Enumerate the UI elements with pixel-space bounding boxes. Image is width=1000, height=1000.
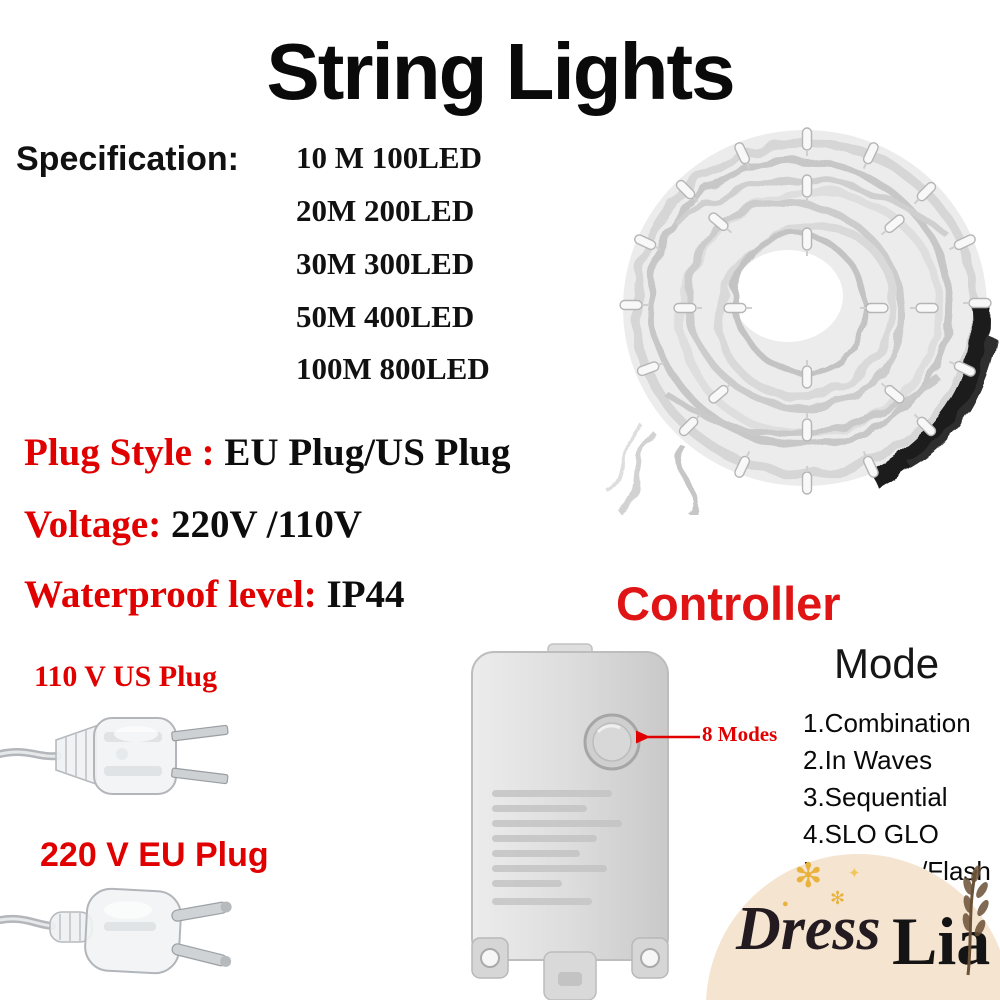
product-title: String Lights xyxy=(266,27,735,116)
plug-style-value: EU Plug/US Plug xyxy=(224,431,511,474)
voltage-label: Voltage: xyxy=(24,503,162,546)
controller-heading: Controller xyxy=(616,577,841,630)
wheat-icon xyxy=(962,865,989,976)
mode-item: 1.Combination xyxy=(803,708,971,738)
mode-button xyxy=(583,713,641,771)
voltage-line: Voltage: 220V /110V xyxy=(24,502,362,547)
hanging-wires xyxy=(605,421,699,515)
brand-name-serif: Lia xyxy=(892,903,991,979)
spec-item: 50M 400LED xyxy=(296,299,475,334)
us-plug-prongs xyxy=(171,724,229,785)
eu-plug-pins xyxy=(171,901,232,967)
flower-icon: ✻ xyxy=(794,857,823,895)
modes-callout: 8 Modes xyxy=(702,722,778,746)
mode-item: 3.Sequential xyxy=(803,782,948,812)
mode-item: 4.SLO GLO xyxy=(803,819,939,849)
embossed-text xyxy=(492,790,622,905)
waterproof-value: IP44 xyxy=(326,573,405,616)
modes-arrow xyxy=(636,728,700,746)
mode-heading: Mode xyxy=(834,640,940,687)
eu-plug-label: 220 V EU Plug xyxy=(40,836,269,874)
spec-item: 30M 300LED xyxy=(296,246,475,281)
flower-icon: ✻ xyxy=(830,888,846,908)
string-lights-photo xyxy=(605,127,997,515)
plug-style-line: Plug Style : EU Plug/US Plug xyxy=(24,430,511,475)
waterproof-label: Waterproof level: xyxy=(24,573,317,616)
mode-item: 2.In Waves xyxy=(803,745,933,775)
mounting-tabs xyxy=(471,937,669,1000)
plug-style-label: Plug Style : xyxy=(24,431,215,474)
specification-label: Specification: xyxy=(16,140,239,178)
dot-icon: ● xyxy=(782,898,789,910)
spec-item: 20M 200LED xyxy=(296,193,475,228)
spec-item: 100M 800LED xyxy=(296,351,490,386)
voltage-value: 220V /110V xyxy=(170,503,363,546)
eu-plug-photo xyxy=(0,887,232,975)
waterproof-line: Waterproof level: IP44 xyxy=(24,572,405,617)
sparkle-icon: ✦ xyxy=(848,865,861,882)
brand-logo: ✻ ✻ ● ✦ Dress Lia xyxy=(706,854,1000,1000)
us-plug-photo xyxy=(0,717,229,795)
spec-item: 10 M 100LED xyxy=(296,140,482,175)
us-plug-label: 110 V US Plug xyxy=(34,660,218,693)
controller-photo xyxy=(471,643,669,1000)
brand-name-script: Dress xyxy=(736,895,881,963)
